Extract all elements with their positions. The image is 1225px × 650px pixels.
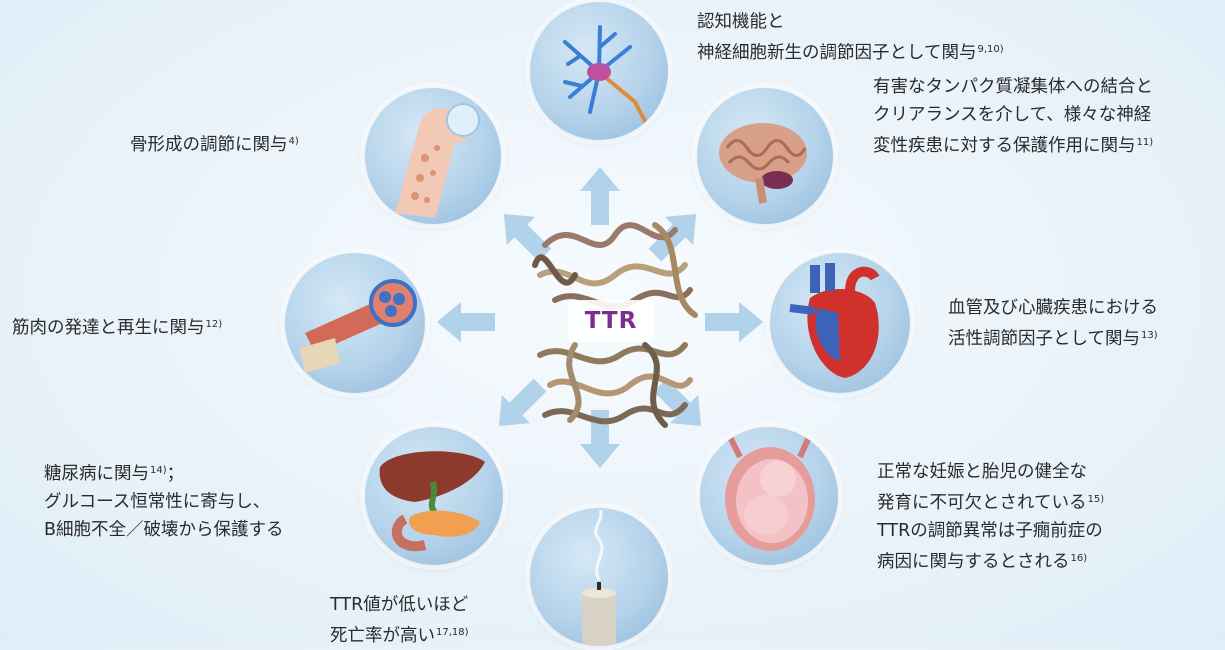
brain-icon bbox=[697, 88, 833, 224]
bone-label: 骨形成の調節に関与4) bbox=[130, 128, 299, 159]
fetus-line3: TTRの調節異常は子癇前症の bbox=[877, 517, 1104, 545]
neuron-circle bbox=[530, 2, 668, 140]
fetus-icon bbox=[700, 427, 838, 565]
muscle-ref: 12) bbox=[206, 319, 223, 330]
brain-line2: クリアランスを介して、様々な神経 bbox=[873, 101, 1153, 129]
heart-label: 血管及び心臓疾患における 活性調節因子として関与13) bbox=[948, 294, 1158, 353]
candle-icon bbox=[530, 508, 668, 646]
candle-circle bbox=[530, 508, 668, 646]
ttr-center-label: TTR bbox=[568, 300, 654, 342]
liver-line2: グルコース恒常性に寄与し、 bbox=[44, 488, 284, 516]
heart-circle bbox=[770, 253, 910, 393]
heart-icon bbox=[770, 253, 910, 393]
heart-line2: 活性調節因子として関与 bbox=[948, 329, 1140, 349]
fetus-line4: 病因に関与するとされる bbox=[877, 552, 1070, 572]
muscle-line1: 筋肉の発達と再生に関与 bbox=[12, 318, 205, 338]
heart-ref: 13) bbox=[1141, 330, 1158, 341]
bone-icon bbox=[365, 88, 501, 224]
fetus-label: 正常な妊娠と胎児の健全な 発育に不可欠とされている15) TTRの調節異常は子癇… bbox=[877, 458, 1104, 576]
fetus-line2: 発育に不可欠とされている bbox=[877, 493, 1086, 513]
brain-label: 有害なタンパク質凝集体への結合と クリアランスを介して、様々な神経 変性疾患に対… bbox=[873, 73, 1153, 160]
liver-ref: 14) bbox=[150, 465, 167, 476]
liver-line1-tail: ； bbox=[167, 464, 185, 484]
liver-line1: 糖尿病に関与 bbox=[44, 464, 149, 484]
neuron-label: 認知機能と 神経細胞新生の調節因子として関与9,10) bbox=[697, 8, 1004, 67]
candle-line2: 死亡率が高い bbox=[330, 626, 435, 646]
arrow-right bbox=[705, 302, 763, 342]
muscle-label: 筋肉の発達と再生に関与12) bbox=[12, 311, 222, 342]
bone-ref: 4) bbox=[289, 136, 299, 147]
fetus-circle bbox=[700, 427, 838, 565]
candle-label: TTR値が低いほど 死亡率が高い17,18) bbox=[330, 591, 469, 650]
brain-circle bbox=[697, 88, 833, 224]
fetus-ref1: 15) bbox=[1087, 494, 1104, 505]
neuron-icon bbox=[530, 2, 668, 140]
neuron-ref: 9,10) bbox=[977, 44, 1003, 55]
bone-circle bbox=[365, 88, 501, 224]
liver-circle bbox=[365, 427, 503, 565]
neuron-line1: 認知機能と bbox=[697, 8, 1004, 36]
brain-ref: 11) bbox=[1137, 137, 1154, 148]
brain-line1: 有害なタンパク質凝集体への結合と bbox=[873, 73, 1153, 101]
neuron-line2: 神経細胞新生の調節因子として関与 bbox=[697, 43, 976, 63]
brain-line3: 変性疾患に対する保護作用に関与 bbox=[873, 136, 1136, 156]
bone-line1: 骨形成の調節に関与 bbox=[130, 135, 288, 155]
liver-label: 糖尿病に関与14)； グルコース恒常性に寄与し、 B細胞不全／破壊から保護する bbox=[44, 457, 284, 544]
heart-line1: 血管及び心臓疾患における bbox=[948, 294, 1158, 322]
fetus-line1: 正常な妊娠と胎児の健全な bbox=[877, 458, 1104, 486]
muscle-circle bbox=[285, 253, 425, 393]
candle-ref: 17,18) bbox=[436, 627, 469, 638]
arrow-left bbox=[437, 302, 495, 342]
candle-line1: TTR値が低いほど bbox=[330, 591, 469, 619]
liver-pancreas-icon bbox=[365, 427, 503, 565]
muscle-icon bbox=[285, 253, 425, 393]
liver-line3: B細胞不全／破壊から保護する bbox=[44, 516, 284, 544]
fetus-ref2: 16) bbox=[1071, 553, 1088, 564]
